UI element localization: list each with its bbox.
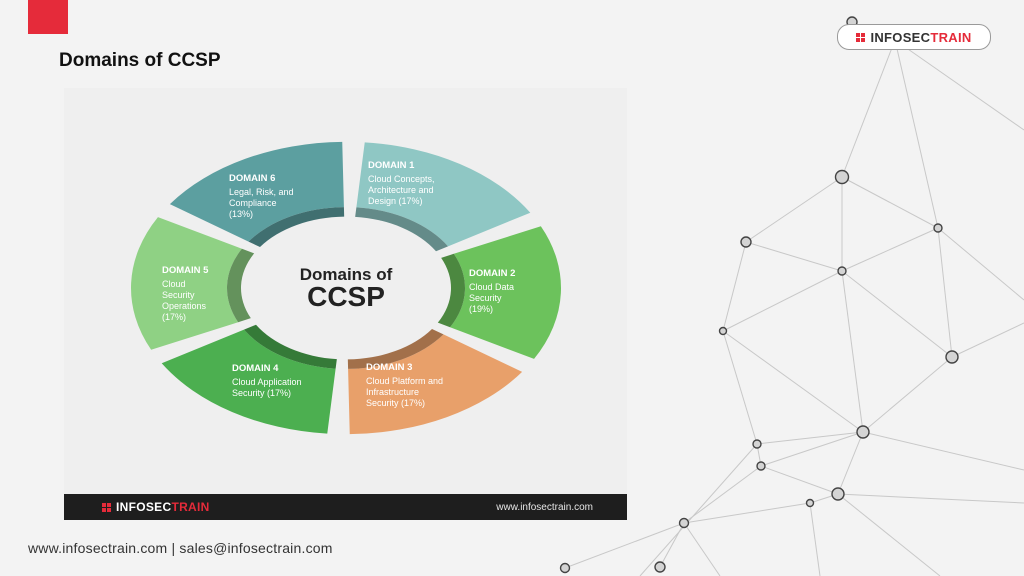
diagram-center-title: Domains of: [300, 265, 393, 284]
footer-logo: INFOSEC TRAIN: [102, 500, 210, 514]
domain-label: DOMAIN 5: [162, 265, 209, 276]
contact-info: www.infosectrain.com | sales@infosectrai…: [28, 540, 333, 556]
domain-segment: [131, 217, 242, 350]
domain-segment: [348, 334, 523, 435]
diagram-center-ccsp: CCSP: [307, 281, 385, 312]
slide-title: Domains of CCSP: [59, 50, 221, 71]
footer-logo-text-train: TRAIN: [171, 500, 210, 514]
domain-segment: [169, 141, 344, 242]
domain-description-line: Cloud Application: [232, 377, 302, 387]
domain-description-line: Cloud Concepts,: [368, 174, 435, 184]
domain-label: DOMAIN 4: [232, 363, 279, 374]
domain-description-line: Compliance: [229, 198, 277, 208]
domain-description-line: Security: [469, 293, 502, 303]
domain-description-line: Infrastructure: [366, 387, 419, 397]
domain-segment-rim: [227, 248, 255, 323]
domain-description-line: Cloud: [162, 279, 186, 289]
footer-url: www.infosectrain.com: [496, 502, 593, 513]
domain-description-line: (13%): [229, 209, 253, 219]
domain-description-line: (17%): [162, 312, 186, 322]
domain-segment: [450, 226, 561, 359]
image-footer-bar: INFOSEC TRAIN www.infosectrain.com: [64, 494, 627, 520]
red-accent-square: [28, 0, 68, 34]
domain-segment: [161, 329, 336, 434]
domain-label: DOMAIN 6: [229, 173, 275, 184]
domain-segment-rim: [248, 207, 345, 248]
domain-description-line: Operations: [162, 301, 207, 311]
domain-label: DOMAIN 3: [366, 362, 412, 373]
domain-description-line: Security (17%): [366, 398, 425, 408]
domain-description-line: Architecture and: [368, 185, 434, 195]
domain-description-line: Cloud Data: [469, 282, 514, 292]
domain-segment-rim: [437, 253, 465, 328]
domain-description-line: Cloud Platform and: [366, 376, 443, 386]
domain-description-line: Design (17%): [368, 196, 423, 206]
domain-description-line: Security: [162, 290, 195, 300]
domain-segment-rim: [355, 207, 449, 252]
footer-logo-text-infosec: INFOSEC: [116, 500, 172, 514]
infosectrain-logo: INFOSEC TRAIN: [837, 24, 991, 50]
logo-text-infosec: INFOSEC: [870, 29, 931, 45]
domain-segment-rim: [243, 324, 337, 369]
logo-text-train: TRAIN: [930, 29, 972, 45]
domain-description-line: (19%): [469, 304, 493, 314]
footer-logo-mark-icon: [102, 502, 112, 512]
domain-segment: [356, 142, 531, 247]
domain-segment-rim: [347, 328, 444, 369]
logo-mark-icon: [856, 32, 866, 42]
domain-description-line: Security (17%): [232, 388, 291, 398]
domain-label: DOMAIN 2: [469, 268, 515, 279]
domain-description-line: Legal, Risk, and: [229, 187, 294, 197]
domain-label: DOMAIN 1: [368, 160, 415, 171]
